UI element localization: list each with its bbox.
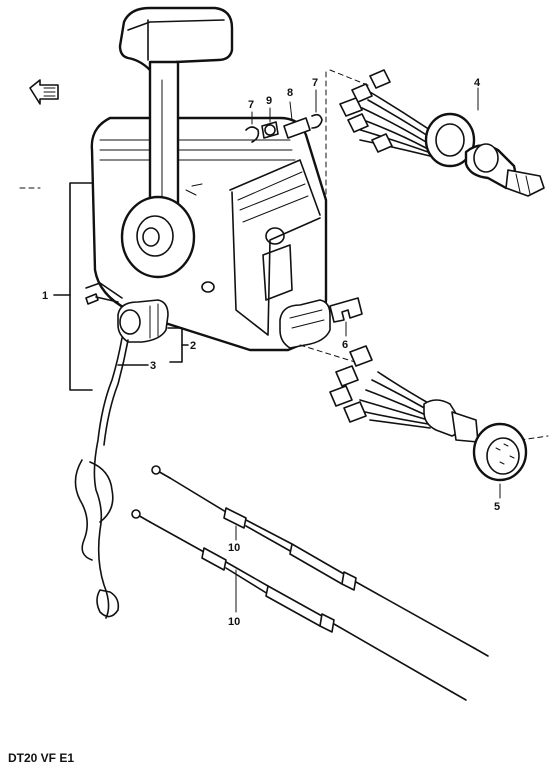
callout-7a: 7 [248,99,254,111]
callout-9: 9 [266,95,272,107]
callout-10b: 10 [228,616,240,628]
callout-10a: 10 [228,542,240,554]
callout-7b: 7 [312,77,318,89]
callout-1-bracket [53,182,93,391]
main-switch-harness [339,69,545,197]
control-cable-lower [131,509,467,701]
small-clip-parts [245,89,323,143]
callout-6: 6 [342,339,348,351]
front-arrow-icon [29,79,59,105]
diagram-code: DT20 VF E1 [8,751,74,765]
callout-1: 1 [42,290,48,302]
callout-5: 5 [494,501,500,513]
control-lever [118,6,234,279]
callout-2-3-leaders [117,327,189,366]
callout-2: 2 [190,340,196,352]
assembly-guide-lines [19,69,549,441]
harness-clip [329,297,363,337]
emergency-stop-switch [85,282,169,343]
callout-8: 8 [287,87,293,99]
callout-3: 3 [150,360,156,372]
callout-4: 4 [474,77,481,89]
control-cable-upper [151,465,489,657]
lanyard-cord [74,337,129,619]
connector-harness [329,345,528,499]
